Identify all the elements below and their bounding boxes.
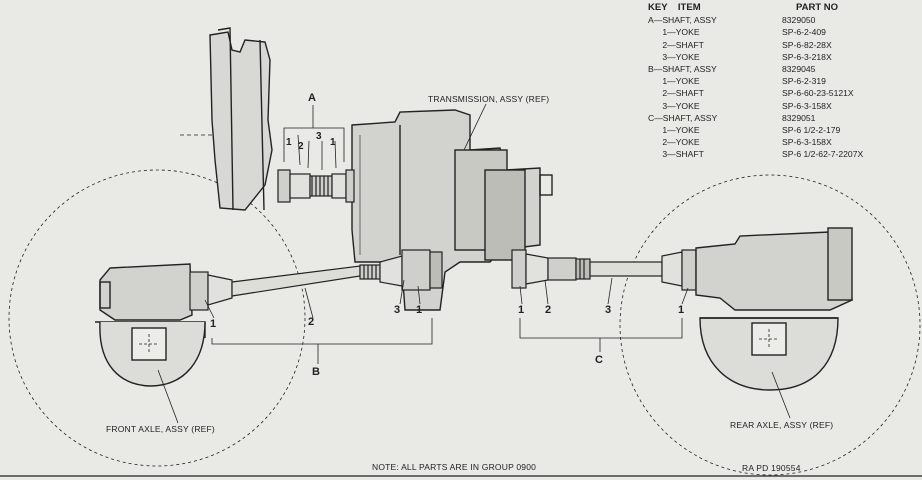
callout-b2: 2	[308, 316, 315, 328]
legend-item: 2—SHAFT	[648, 88, 704, 99]
rear-axle-label: REAR AXLE, ASSY (REF)	[730, 420, 834, 430]
legend-item: 1—YOKE	[648, 27, 700, 38]
legend-row: 3—SHAFT SP-6 1/2-62-7-2207X	[648, 148, 918, 160]
legend-part-number: SP-6-3-158X	[782, 100, 832, 111]
callout-b1-right: 1	[416, 304, 423, 316]
legend-row: 3—YOKE SP-6-3-218X	[648, 51, 918, 63]
legend-row: 1—YOKE SP-6-2-409	[648, 26, 918, 38]
shaft-a-assembly	[277, 105, 355, 203]
group-note: NOTE: ALL PARTS ARE IN GROUP 0900	[372, 462, 537, 472]
shaft-b-assembly	[189, 249, 443, 311]
rear-axle-housing	[695, 227, 853, 391]
legend-header-key-item: KEY ITEM	[648, 2, 701, 13]
legend-item: 3—SHAFT	[648, 149, 704, 160]
callout-c1-left: 1	[518, 304, 525, 316]
callout-c1-right: 1	[678, 304, 685, 316]
callout-a: A	[308, 92, 316, 104]
legend-header: KEY ITEM PART NO	[648, 2, 918, 14]
legend-part-number: SP-6 1/2-2-179	[782, 124, 841, 135]
legend-rows: A—SHAFT, ASSY 8329050 1—YOKE SP-6-2-409 2—…	[648, 14, 918, 160]
legend-row: C—SHAFT, ASSY 8329051	[648, 112, 918, 124]
legend-item: 3—YOKE	[648, 100, 700, 111]
legend-row: A—SHAFT, ASSY 8329050	[648, 14, 918, 26]
legend-row: 2—SHAFT SP-6-82-28X	[648, 39, 918, 51]
legend-item: A—SHAFT, ASSY	[648, 15, 717, 26]
legend-row: 2—YOKE SP-6-3-158X	[648, 136, 918, 148]
legend-header-part-no: PART NO	[796, 2, 839, 13]
parts-legend: KEY ITEM PART NO A—SHAFT, ASSY 8329050 1—…	[648, 2, 918, 160]
callout-a2: 2	[298, 141, 304, 152]
legend-part-number: SP-6 1/2-62-7-2207X	[782, 149, 864, 160]
engine-housing	[180, 27, 273, 211]
front-axle-housing	[95, 263, 206, 387]
legend-part-number: 8329045	[782, 63, 816, 74]
front-wheel-outline	[8, 169, 306, 467]
legend-item: 2—YOKE	[648, 137, 700, 148]
callout-b3: 3	[394, 304, 401, 316]
callout-c2: 2	[545, 304, 552, 316]
front-axle-label: FRONT AXLE, ASSY (REF)	[106, 424, 215, 434]
legend-part-number: SP-6-2-319	[782, 76, 826, 87]
legend-item: 1—YOKE	[648, 124, 700, 135]
legend-part-number: SP-6-82-28X	[782, 39, 832, 50]
legend-row: B—SHAFT, ASSY 8329045	[648, 63, 918, 75]
legend-item: 3—YOKE	[648, 51, 700, 62]
legend-item: B—SHAFT, ASSY	[648, 63, 717, 74]
legend-part-number: SP-6-3-158X	[782, 137, 832, 148]
figure-id: RA PD 190554	[742, 463, 801, 473]
legend-item: 2—SHAFT	[648, 39, 704, 50]
bracket-lines	[157, 103, 791, 424]
legend-row: 1—YOKE SP-6 1/2-2-179	[648, 124, 918, 136]
callout-b1-left: 1	[210, 318, 217, 330]
legend-row: 3—YOKE SP-6-3-158X	[648, 100, 918, 112]
shaft-c-assembly	[511, 249, 697, 291]
legend-part-number: SP-6-3-218X	[782, 51, 832, 62]
legend-row: 2—SHAFT SP-6-60-23-5121X	[648, 87, 918, 99]
legend-part-number: 8329050	[782, 15, 816, 26]
callout-c: C	[595, 354, 603, 366]
legend-item: 1—YOKE	[648, 76, 700, 87]
legend-row: 1—YOKE SP-6-2-319	[648, 75, 918, 87]
transmission-label: TRANSMISSION, ASSY (REF)	[428, 94, 550, 104]
callout-c3: 3	[605, 304, 612, 316]
callout-a1-left: 1	[286, 137, 292, 148]
callout-b: B	[312, 366, 320, 378]
rear-wheel-outline	[619, 174, 921, 476]
callout-a3: 3	[316, 131, 322, 142]
callout-a1-right: 1	[330, 137, 336, 148]
legend-part-number: 8329051	[782, 112, 816, 123]
legend-item: C—SHAFT, ASSY	[648, 112, 718, 123]
legend-part-number: SP-6-60-23-5121X	[782, 88, 854, 99]
legend-part-number: SP-6-2-409	[782, 27, 826, 38]
